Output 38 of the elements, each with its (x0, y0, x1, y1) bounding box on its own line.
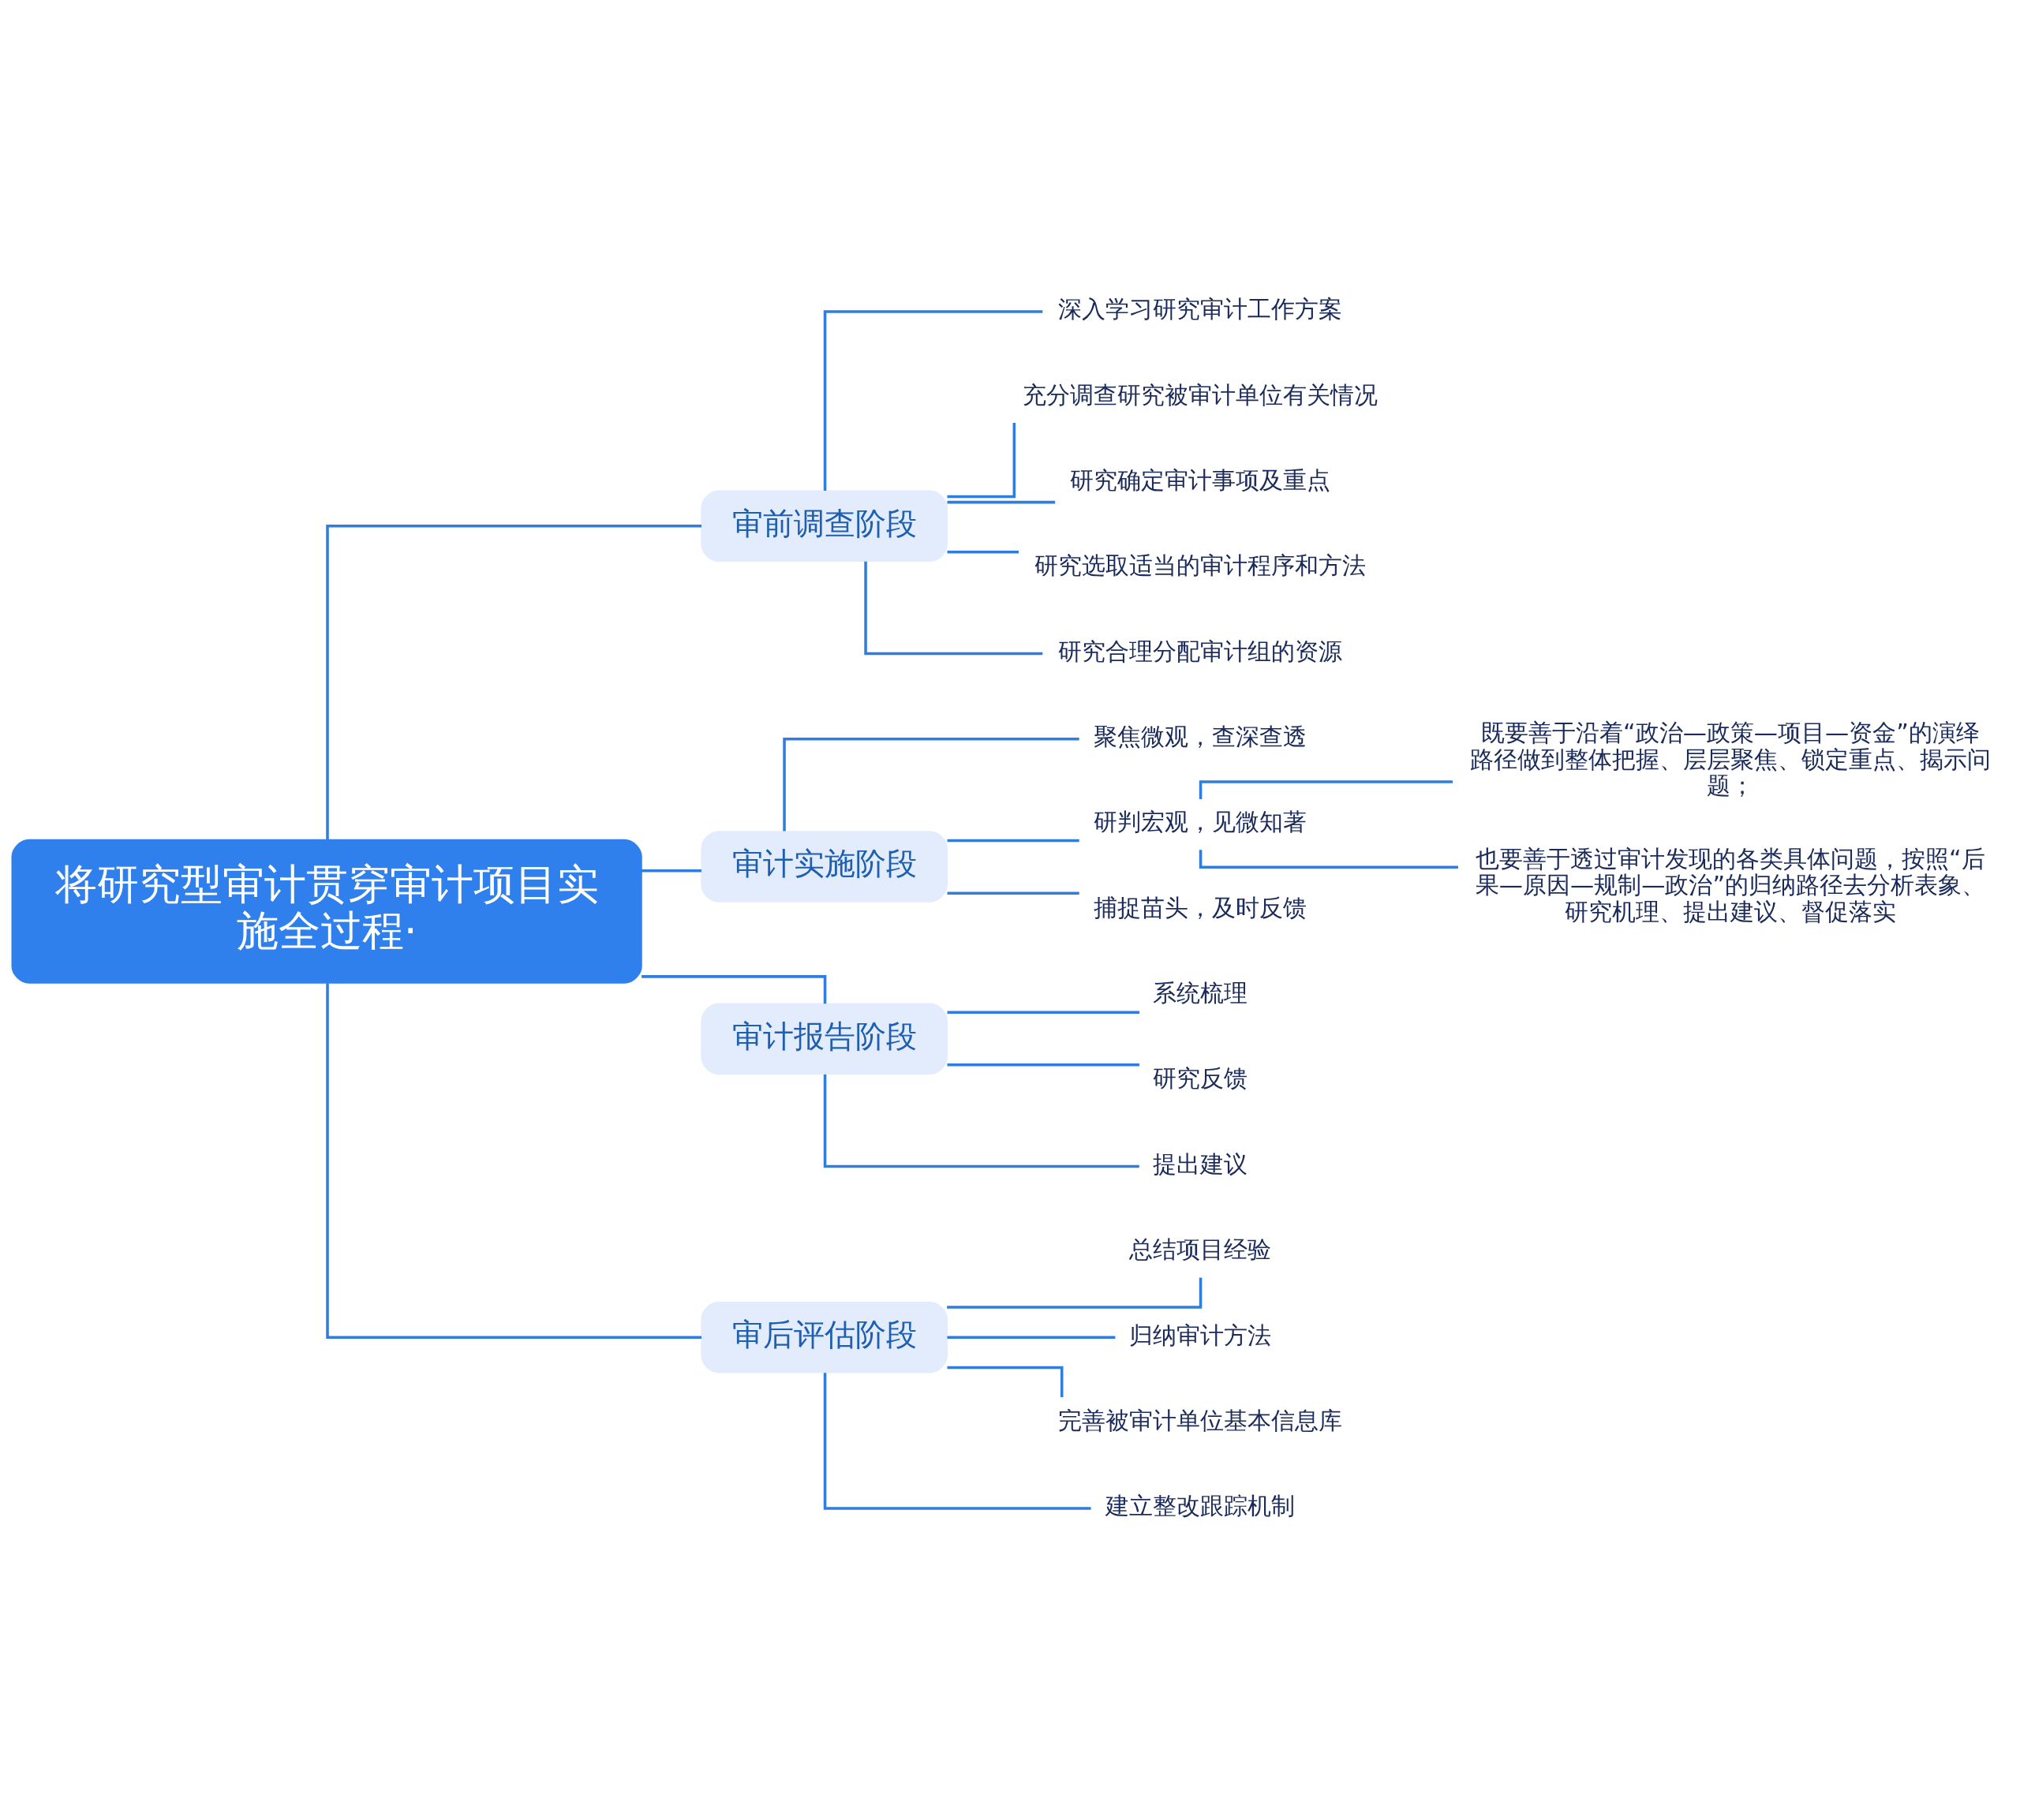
connector (823, 1373, 1091, 1510)
node-text: 完善被审计单位基本信息库 (1057, 1406, 1342, 1434)
connector (947, 1336, 1116, 1339)
connector (823, 310, 1043, 491)
node-text: 总结项目经验 (1128, 1235, 1271, 1264)
node-text: 研究合理分配审计组的资源 (1057, 637, 1342, 665)
connector (326, 525, 701, 840)
connector (947, 1063, 1139, 1067)
node-text: 充分调查研究被审计单位有关情况 (1022, 380, 1378, 409)
connector (326, 983, 701, 1339)
node-text: 系统梳理 (1152, 979, 1248, 1007)
connector (642, 869, 701, 873)
connector (947, 550, 1019, 554)
node-text: 也要善于透过审计发现的各类具体问题，按照“后果—原因—规制—政治”的归纳路径去分析表象、研究机理、提出建议、督促落实 (1475, 844, 1986, 926)
node-box: 审计实施阶段 (701, 831, 948, 903)
node-box: 审计报告阶段 (701, 1003, 948, 1075)
node-box: 审前调查阶段 (701, 490, 948, 562)
node-text: 建立整改跟踪机制 (1105, 1492, 1295, 1520)
node-text: 深入学习研究审计工作方案 (1057, 295, 1342, 323)
node-box: 审后评估阶段 (701, 1301, 948, 1373)
connector (823, 1074, 1139, 1168)
connector (864, 561, 1043, 656)
connector (783, 738, 1079, 832)
connector (947, 839, 1079, 843)
connector (947, 1011, 1139, 1014)
node-text: 研究确定审计事项及重点 (1069, 466, 1330, 495)
node-text: 提出建议 (1152, 1149, 1248, 1178)
connector (947, 422, 1016, 499)
node-text: 研究选取适当的审计程序和方法 (1034, 551, 1366, 580)
connector (947, 500, 1056, 504)
node-text: 捕捉苗头，及时反馈 (1093, 893, 1307, 921)
node-text: 既要善于沿着“政治—政策—项目—资金”的演绎路径做到整体把握、层层聚焦、锁定重点、揭示问题； (1469, 718, 1991, 800)
node-text: 聚焦微观，查深查透 (1093, 723, 1307, 751)
node-text: 研判宏观，见微知著 (1093, 808, 1307, 836)
node-text: 归纳审计方法 (1128, 1321, 1271, 1349)
node-box: 将研究型审计贯穿审计项目实施全过程· (11, 839, 642, 984)
connector (947, 891, 1079, 895)
node-text: 研究反馈 (1152, 1064, 1248, 1093)
